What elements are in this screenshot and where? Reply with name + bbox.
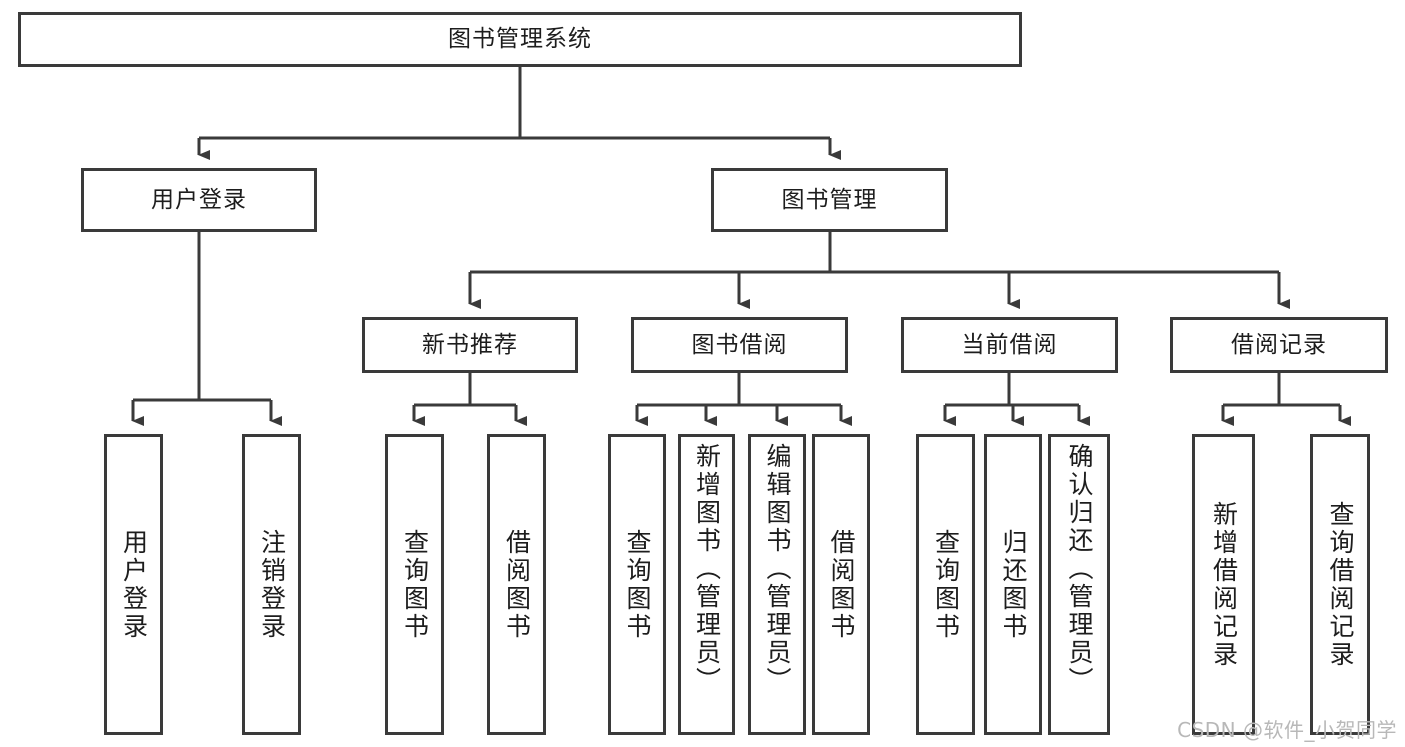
node-new-book-recommend[interactable]: 新书推荐: [362, 317, 578, 373]
leaf-logout-login[interactable]: 注销登录: [242, 434, 301, 735]
node-current-borrow[interactable]: 当前借阅: [901, 317, 1118, 373]
node-root-label: 图书管理系统: [448, 26, 592, 52]
leaf-query-book-borrow-label: 查询图书: [623, 528, 651, 641]
node-book-borrow-label: 图书借阅: [691, 331, 788, 358]
leaf-borrow-book-label: 借阅图书: [827, 528, 855, 641]
node-user-login[interactable]: 用户登录: [81, 168, 317, 232]
leaf-edit-book-admin[interactable]: 编辑图书（管理员）: [748, 434, 806, 735]
leaf-add-borrow-record-label: 新增借阅记录: [1209, 500, 1238, 669]
node-book-management[interactable]: 图书管理: [711, 168, 948, 232]
leaf-add-book-admin[interactable]: 新增图书（管理员）: [678, 434, 735, 735]
leaf-logout-login-label: 注销登录: [257, 528, 286, 641]
leaf-confirm-return-admin[interactable]: 确认归还（管理员）: [1048, 434, 1110, 735]
leaf-return-book[interactable]: 归还图书: [984, 434, 1042, 735]
leaf-query-book-recommend[interactable]: 查询图书: [385, 434, 444, 735]
node-borrow-records[interactable]: 借阅记录: [1170, 317, 1388, 373]
leaf-user-login-label: 用户登录: [119, 528, 148, 641]
leaf-add-borrow-record[interactable]: 新增借阅记录: [1192, 434, 1255, 735]
node-new-book-recommend-label: 新书推荐: [422, 331, 518, 358]
leaf-query-borrow-record-label: 查询借阅记录: [1326, 500, 1354, 669]
leaf-return-book-label: 归还图书: [999, 528, 1027, 641]
leaf-query-book-current[interactable]: 查询图书: [916, 434, 975, 735]
node-user-login-label: 用户登录: [151, 186, 247, 213]
node-current-borrow-label: 当前借阅: [961, 331, 1058, 358]
leaf-query-borrow-record[interactable]: 查询借阅记录: [1310, 434, 1370, 735]
leaf-borrow-book-recommend-label: 借阅图书: [502, 528, 531, 641]
leaf-query-book-borrow[interactable]: 查询图书: [608, 434, 666, 735]
leaf-query-book-current-label: 查询图书: [931, 528, 960, 641]
leaf-borrow-book-recommend[interactable]: 借阅图书: [487, 434, 546, 735]
node-book-borrow[interactable]: 图书借阅: [631, 317, 848, 373]
node-book-management-label: 图书管理: [781, 186, 878, 213]
leaf-user-login[interactable]: 用户登录: [104, 434, 163, 735]
leaf-query-book-recommend-label: 查询图书: [400, 528, 429, 641]
leaf-edit-book-admin-label: 编辑图书（管理员）: [763, 443, 791, 695]
leaf-borrow-book[interactable]: 借阅图书: [812, 434, 870, 735]
node-borrow-records-label: 借阅记录: [1231, 331, 1327, 358]
leaf-confirm-return-admin-label: 确认归还（管理员）: [1065, 443, 1093, 695]
watermark-text: CSDN @软件_小贺同学: [1177, 718, 1397, 742]
leaf-add-book-admin-label: 新增图书（管理员）: [692, 443, 721, 695]
node-root[interactable]: 图书管理系统: [18, 12, 1022, 67]
